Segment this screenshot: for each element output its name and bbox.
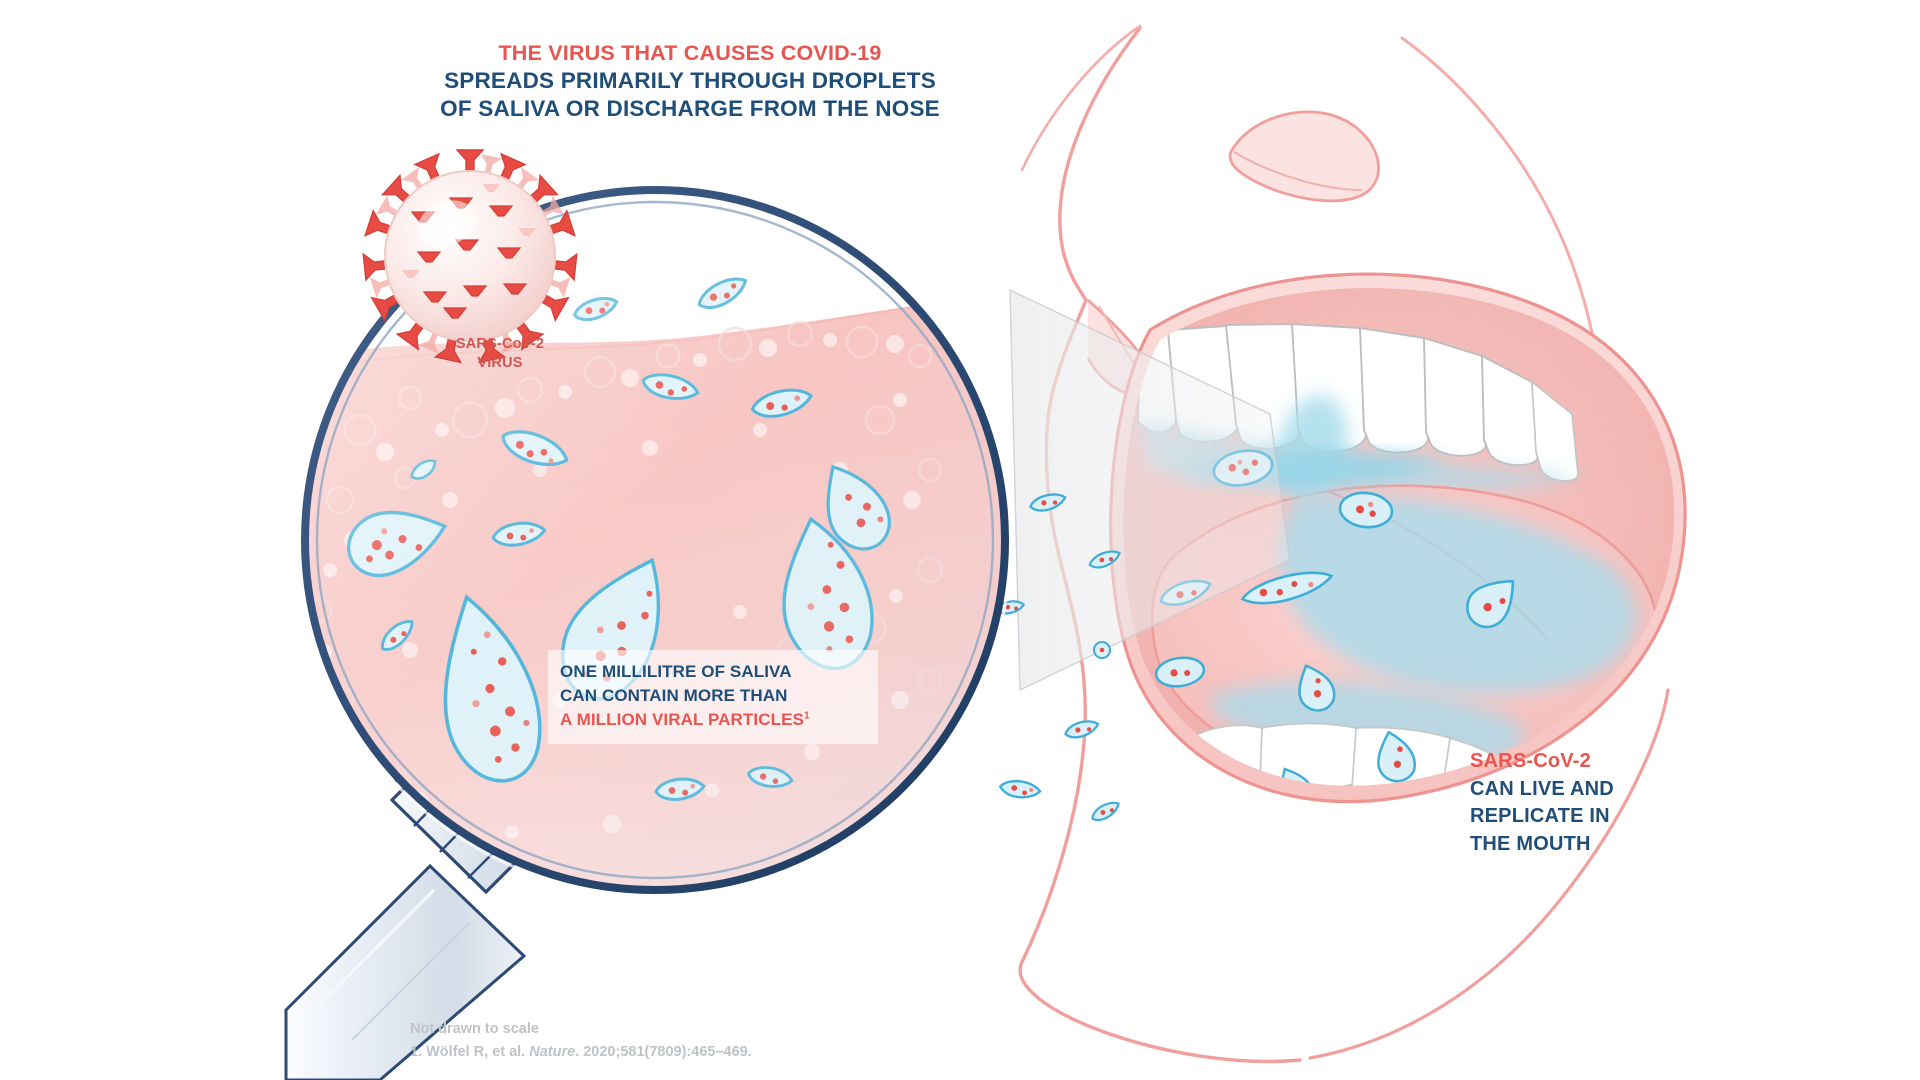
headline-line-2: SPREADS PRIMARILY THROUGH DROPLETS (444, 67, 936, 93)
reference-prefix: 1. Wölfel R, et al. (410, 1044, 530, 1061)
mouth-label-line-3: REPLICATE IN (1470, 805, 1610, 828)
headline-line-1: THE VIRUS THAT CAUSES COVID-19 (498, 41, 882, 65)
callout-line-3: A MILLION VIRAL PARTICLES1 (560, 708, 866, 732)
scale-note: Not drawn to scale (410, 1021, 539, 1037)
virus-label: SARS-CoV-2 VIRUS (395, 335, 605, 373)
mouth-label-line-2: CAN LIVE AND (1470, 777, 1614, 800)
mouth-label-line-4: THE MOUTH (1470, 832, 1591, 855)
mouth-label: SARS-CoV-2 CAN LIVE AND REPLICATE IN THE… (1470, 748, 1760, 858)
reference-citation: 1. Wölfel R, et al. Nature. 2020;581(780… (410, 1041, 752, 1064)
headline-block: THE VIRUS THAT CAUSES COVID-19 SPREADS P… (390, 40, 990, 122)
airborne-droplets (994, 493, 1121, 822)
reference-suffix: . 2020;581(7809):465–469. (575, 1044, 752, 1061)
callout-line-1: ONE MILLILITRE OF SALIVA (560, 662, 792, 681)
magnifier-lens (297, 182, 1013, 898)
reference-journal: Nature (529, 1044, 576, 1061)
callout-line-3-text: A MILLION VIRAL PARTICLES (560, 710, 804, 730)
spike-proteins (362, 149, 578, 364)
magnifier-cone (1009, 288, 1291, 692)
saliva-callout: ONE MILLILITRE OF SALIVA CAN CONTAIN MOR… (548, 650, 878, 745)
callout-line-2: CAN CONTAIN MORE THAN (560, 686, 788, 706)
mouth-label-line-1: SARS-CoV-2 (1470, 750, 1591, 772)
callout-footnote-marker: 1 (803, 710, 810, 722)
virus-label-line-2: VIRUS (477, 354, 523, 371)
headline-line-3: OF SALIVA OR DISCHARGE FROM THE NOSE (440, 95, 940, 121)
virus-label-line-1: SARS-CoV-2 (455, 336, 545, 352)
sars-cov-2-virion (362, 149, 578, 364)
footnotes-block: Not drawn to scale 1. Wölfel R, et al. N… (410, 1018, 752, 1064)
